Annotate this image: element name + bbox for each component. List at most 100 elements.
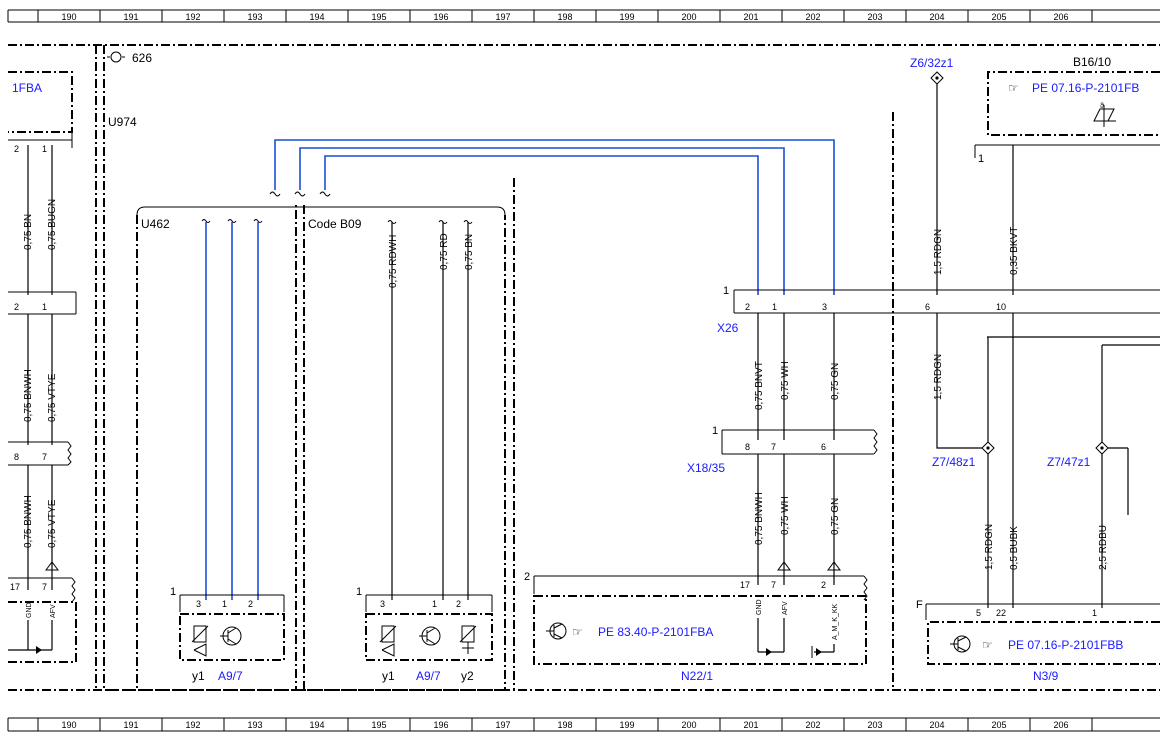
pin-label: 17: [740, 580, 750, 590]
code-b09-y1-label: y1: [382, 669, 395, 683]
pin-label: 22: [996, 608, 1006, 618]
pin-label: 2: [456, 599, 461, 609]
wire-label: 0,75 WH: [780, 361, 791, 400]
u462-y1-label: y1: [192, 669, 205, 683]
pin-label: 6: [821, 442, 826, 452]
grid-top-label: 191: [123, 12, 138, 22]
b16-component: 1 ϑ: [974, 71, 1160, 165]
shield-triangle: [777, 561, 791, 571]
wire: [936, 313, 982, 449]
n22-component: 2 17 7 2 GND AFV A_M_K_KK: [524, 571, 868, 665]
pin-label: 7: [42, 582, 47, 592]
pin-amkk: A_M_K_KK: [832, 603, 839, 640]
pin-label: 7: [771, 442, 776, 452]
pin-afv: AFV: [50, 604, 57, 618]
pin-label: 10: [996, 302, 1006, 312]
wire-label: 0,75 BN: [464, 234, 475, 270]
pin-label: 3: [380, 599, 385, 609]
grid-top-label: 205: [991, 12, 1006, 22]
wire-label: 2,5 RDBU: [1098, 525, 1109, 570]
grid-bottom-label: 192: [185, 720, 200, 730]
pin-label: 2: [14, 302, 19, 312]
pin-label: 1: [1092, 608, 1097, 618]
pin-gnd: GND: [26, 602, 33, 618]
wire-label: 0,35 BKVT: [1009, 227, 1020, 275]
grid-top-label: 199: [619, 12, 634, 22]
u974-border: [103, 45, 512, 691]
b16-pe-link[interactable]: PE 07.16-P-2101FB: [1032, 81, 1139, 95]
left-component-fba: 1FBA 2 1: [8, 71, 73, 154]
grid-bottom-label: 193: [247, 720, 262, 730]
wire-label: 0,5 BUBK: [1009, 526, 1020, 570]
z7-48-splice: [981, 441, 995, 455]
x26-label: X26: [717, 321, 739, 335]
grid-top-label: 200: [681, 12, 696, 22]
wire-label: 0,75 BNWH: [23, 369, 34, 422]
grid-top: 190 191 192 193 194 195 196 197 198 199 …: [7, 9, 1160, 23]
pin-label: 1: [772, 302, 777, 312]
wire-label: 1,5 RDGN: [933, 354, 944, 400]
pin-label: 6: [925, 302, 930, 312]
z6-splice: [930, 71, 944, 85]
pin-label: 5: [976, 608, 981, 618]
grid-top-label: 192: [185, 12, 200, 22]
n22-pe-link[interactable]: PE 83.40-P-2101FBA: [598, 625, 713, 639]
pin-label: 7: [771, 580, 776, 590]
n3-component: F 5 22 1: [916, 599, 1160, 665]
ground-ref-label: 626: [132, 51, 152, 65]
grid-bottom-label: 199: [619, 720, 634, 730]
grid-top-label: 201: [743, 12, 758, 22]
grid-top-label: 206: [1053, 12, 1068, 22]
pin-label: 1: [356, 586, 362, 598]
z6-label: Z6/32z1: [910, 56, 954, 70]
pin-label: 1: [42, 302, 47, 312]
pin-label: 2: [821, 580, 826, 590]
grid-top-label: 203: [867, 12, 882, 22]
grid-bottom-label: 196: [433, 720, 448, 730]
grid-bottom: 190 191 192 193 194 195 196 197 198 199 …: [7, 717, 1160, 732]
x18-label: X18/35: [687, 461, 725, 475]
wire-label: 0,75 BNWH: [754, 492, 765, 545]
grid-bottom-label: 190: [61, 720, 76, 730]
signal-line-blue: [274, 139, 835, 295]
pin-label: 1: [432, 599, 437, 609]
grid-bottom-label: 197: [495, 720, 510, 730]
grid-bottom-label: 201: [743, 720, 758, 730]
pin-afv: AFV: [782, 601, 789, 615]
grid-bottom-label: 204: [929, 720, 944, 730]
wire-label: 1,5 RDGN: [933, 229, 944, 275]
x26-connector: 1 2 1 3 6 10: [723, 285, 1160, 314]
wire-label: 0,75 BUGN: [47, 199, 58, 250]
pin-label: 2: [14, 144, 19, 154]
x18-connector: 1 8 7 6: [712, 425, 878, 455]
grid-bottom-label: 205: [991, 720, 1006, 730]
pin-label: 1: [222, 599, 227, 609]
shield-triangle: [45, 561, 59, 571]
code-b09-connector: 1 3 1 2: [356, 586, 493, 661]
pin-label: 1: [978, 153, 984, 165]
grid-bottom-label: 206: [1053, 720, 1068, 730]
pin-label: 2: [745, 302, 750, 312]
n3-sensor-icon: [950, 635, 971, 653]
grid-bottom-label: 194: [309, 720, 324, 730]
pin-label: 3: [822, 302, 827, 312]
wire-label: 0,75 BNWH: [23, 495, 34, 548]
pin-label: 1: [170, 586, 176, 598]
wire-label: 0,75 BN: [23, 214, 34, 250]
temp-symbol: ϑ: [1100, 103, 1104, 110]
pin-label: 1: [42, 144, 47, 154]
code-b09-y2-label: y2: [461, 669, 474, 683]
signal-line-blue: [324, 155, 759, 295]
grid-top-label: 190: [61, 12, 76, 22]
wire-label: 0,75 VTYE: [47, 373, 58, 422]
wire-label: 0,75 RD: [439, 233, 450, 270]
b16-label: B16/10: [1073, 55, 1111, 69]
u974-label: U974: [108, 115, 137, 129]
n22-sensor-icon: [546, 622, 567, 640]
grid-top-label: 193: [247, 12, 262, 22]
pin-label: 7: [42, 452, 47, 462]
n3-pe-link[interactable]: PE 07.16-P-2101FBB: [1008, 638, 1123, 652]
wire-label: 0,75 GN: [830, 363, 841, 400]
u462-connector: 1 3 1 2: [170, 586, 285, 661]
